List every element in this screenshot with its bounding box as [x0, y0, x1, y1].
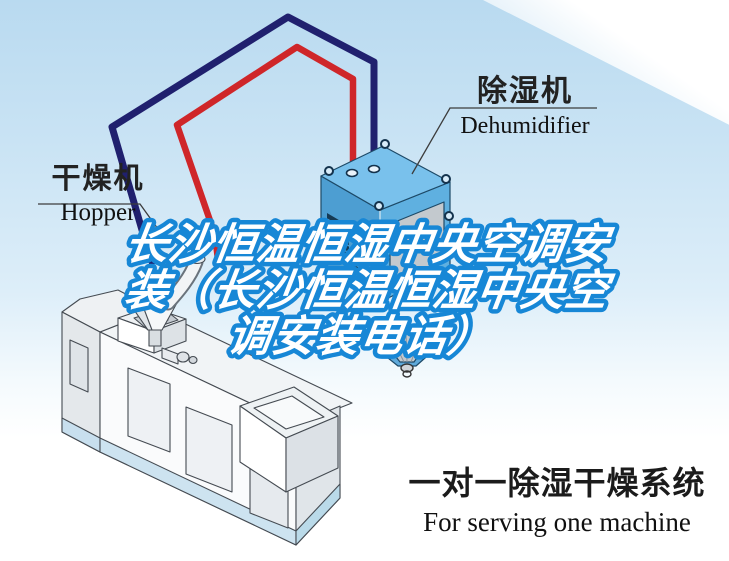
- title-line-3: 调安装电话）: [225, 313, 496, 361]
- callout-lines: [38, 107, 597, 237]
- system-caption: 一对一除湿干燥系统 For serving one machine: [396, 458, 718, 538]
- hopper-duct-mouth: [188, 253, 206, 265]
- cone-outlet: [400, 363, 414, 373]
- dehumidifier-callout-line: [411, 107, 597, 175]
- title-overlay: 长沙恒温恒湿中央空调安 装（长沙恒温恒湿中央空 调安装电话）: [117, 217, 621, 366]
- system-caption-en: For serving one machine: [423, 507, 691, 537]
- cone-outlet-ring: [402, 370, 412, 378]
- machine-door: [127, 367, 171, 453]
- hose-collar: [345, 168, 359, 178]
- title-line-2: 装（长沙恒温恒湿中央空: [122, 267, 617, 315]
- machine-door: [185, 406, 233, 493]
- dehumidifier-label: 除湿机 Dehumidifier: [443, 76, 607, 139]
- dehumidifier-label-zh: 除湿机: [477, 75, 573, 108]
- vent-slats: [326, 218, 377, 278]
- return-hose-blue: [108, 13, 378, 266]
- dehumidifier-panel: [389, 201, 445, 291]
- air-hoses: [108, 13, 378, 272]
- hopper-label-en: Hopper: [60, 199, 136, 227]
- system-caption-zh: 一对一除湿干燥系统: [408, 465, 706, 501]
- dehumidifier-label-en: Dehumidifier: [460, 112, 590, 139]
- machine-skirt-right: [295, 483, 341, 546]
- hose-collar: [367, 164, 381, 174]
- machine-window: [69, 339, 89, 393]
- lifting-rings: [324, 139, 454, 221]
- cone-seam: [410, 333, 423, 363]
- hopper-label: 干燥机 Hopper: [30, 164, 166, 227]
- hopper-duct: [162, 256, 202, 309]
- hopper-label-zh: 干燥机: [51, 163, 145, 195]
- dehumidifier-unit: [320, 139, 454, 378]
- hopper-callout-line: [38, 203, 164, 237]
- molding-machine: [61, 253, 353, 546]
- cone-seam: [389, 333, 405, 363]
- barrel-collar: [176, 351, 190, 363]
- funnel-neck: [148, 327, 162, 347]
- supply-hose-red: [173, 43, 357, 272]
- control-box-recess: [253, 395, 325, 430]
- control-box-side: [285, 415, 339, 493]
- title-line-1: 长沙恒温恒湿中央空调安: [122, 221, 616, 269]
- barrel-fitting: [161, 347, 179, 365]
- barrel-tip: [188, 355, 198, 365]
- cone-seam: [405, 333, 408, 363]
